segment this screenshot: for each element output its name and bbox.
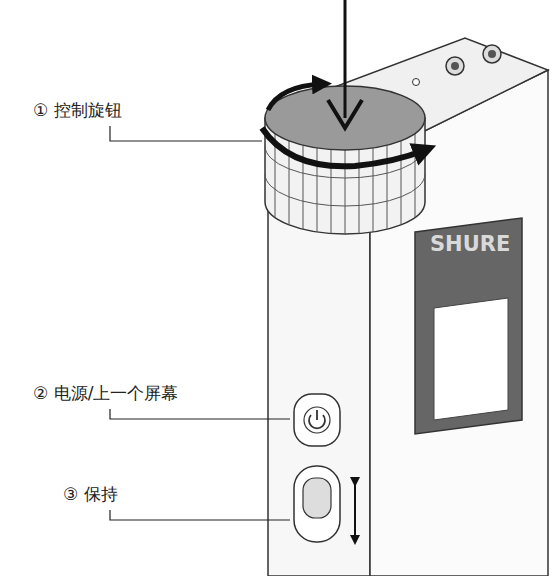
slide-arrow xyxy=(354,482,356,540)
brand-logo: SHURE xyxy=(430,232,510,257)
hold-switch xyxy=(294,466,340,542)
knurl-line xyxy=(359,150,360,234)
knurl-line xyxy=(387,145,388,229)
knurl-line xyxy=(331,150,332,234)
leader-line xyxy=(110,510,290,520)
hold-slider xyxy=(303,478,331,518)
rotate-arrow xyxy=(262,128,425,166)
callout-label: ① 控制旋钮 xyxy=(33,100,122,120)
rotate-arrow xyxy=(268,84,322,110)
leader-line xyxy=(110,126,262,141)
jacks xyxy=(413,45,502,86)
power-button xyxy=(294,394,340,446)
knurl-line xyxy=(373,148,374,232)
knurl-line xyxy=(345,150,346,234)
press-arrow xyxy=(344,0,347,118)
leader-line xyxy=(110,409,290,419)
press-arrow-head xyxy=(328,100,362,128)
knurl-line xyxy=(415,133,416,217)
knurl-line xyxy=(317,148,318,232)
screen xyxy=(434,298,508,420)
power-button xyxy=(304,407,330,433)
knurl-line xyxy=(401,141,402,225)
callout-label: ③ 保持 xyxy=(63,484,118,504)
screen-bezel xyxy=(415,218,522,434)
power-symbol xyxy=(316,410,318,420)
knurl-ring xyxy=(265,174,425,206)
callout-label: ② 电源/上一个屏幕 xyxy=(33,383,178,403)
